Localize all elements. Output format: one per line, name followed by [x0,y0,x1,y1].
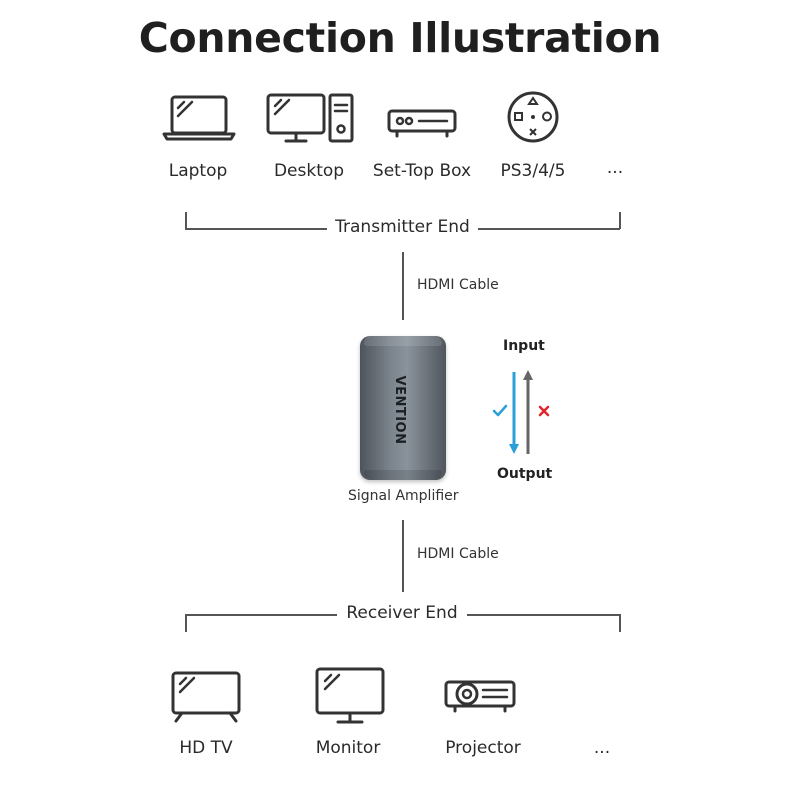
device-label-monitor: Monitor [315,738,381,758]
direction-arrows [509,370,533,454]
receiver-bracket-left [185,614,337,616]
cross-icon [538,405,550,417]
tv-icon [171,671,241,723]
device-label-ps: PS3/4/5 [500,161,566,181]
set-top-box-icon [387,109,457,138]
transmitter-bracket-right [478,228,620,230]
gamepad-icon [507,91,559,143]
vention-brand-text: VENTION [392,376,407,445]
laptop-icon [162,95,236,141]
hdmi-cable-top [402,252,404,320]
signal-amplifier-device: VENTION [360,336,446,480]
projector-icon [444,680,516,713]
hdmi-cable-bottom-label: HDMI Cable [417,546,499,562]
device-label-hd-tv: HD TV [179,738,233,758]
input-label: Input [503,338,545,354]
device-label-more-receiver: ... [593,738,611,758]
receiver-bracket-right [467,614,620,616]
hdmi-cable-bottom [402,520,404,592]
output-label: Output [497,466,553,482]
transmitter-bracket-right-tick [619,212,621,229]
page-title: Connection Illustration [138,14,662,62]
monitor-icon [315,667,385,724]
device-label-projector: Projector [445,738,521,758]
device-label-laptop: Laptop [168,161,228,181]
device-label-more: ... [606,158,624,178]
receiver-end-label: Receiver End [346,603,458,623]
transmitter-bracket-left-tick [185,212,187,229]
device-label-desktop: Desktop [273,161,345,181]
receiver-bracket-left-tick [185,614,187,632]
vention-logo: VENTION [392,376,407,445]
signal-amplifier-label: Signal Amplifier [348,488,459,504]
receiver-bracket-right-tick [619,614,621,632]
check-icon [492,404,508,417]
transmitter-end-label: Transmitter End [335,217,470,237]
desktop-icon [266,93,354,143]
device-label-set-top-box: Set-Top Box [372,161,472,181]
hdmi-cable-top-label: HDMI Cable [417,277,499,293]
transmitter-bracket-left [185,228,327,230]
